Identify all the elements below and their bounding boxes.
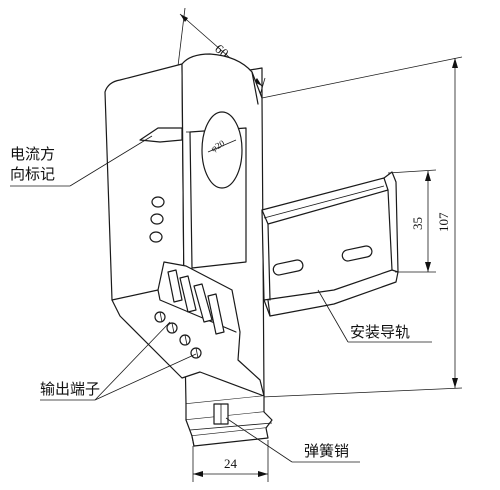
spring-pin-foot bbox=[185, 395, 273, 447]
dim-24-label: 24 bbox=[224, 456, 238, 471]
leader-current-direction: 电流方 向标记 bbox=[10, 135, 153, 187]
leader-rail: 安装导轨 bbox=[317, 289, 432, 343]
sensor-housing: φ20 bbox=[104, 53, 265, 405]
current-direction-label-1: 电流方 bbox=[10, 145, 55, 163]
current-direction-label-2: 向标记 bbox=[10, 165, 55, 183]
dimension-35: 35 bbox=[387, 169, 437, 273]
through-hole bbox=[201, 111, 243, 189]
din-rail bbox=[261, 171, 399, 317]
terminal-block bbox=[111, 261, 265, 397]
spring-pin-label: 弹簧销 bbox=[304, 442, 349, 460]
output-terminal-label: 输出端子 bbox=[40, 380, 100, 398]
current-direction-arrow-icon bbox=[139, 127, 183, 143]
dim-107-label: 107 bbox=[436, 212, 451, 232]
dimension-24: 24 bbox=[192, 440, 269, 482]
leader-spring-pin: 弹簧销 bbox=[225, 417, 360, 463]
dim-35-label: 35 bbox=[410, 217, 425, 230]
leader-output-terminal: 输出端子 bbox=[40, 321, 197, 401]
rail-label: 安装导轨 bbox=[350, 323, 410, 341]
indicator-holes bbox=[149, 196, 165, 243]
dimension-107: 107 bbox=[261, 56, 463, 398]
